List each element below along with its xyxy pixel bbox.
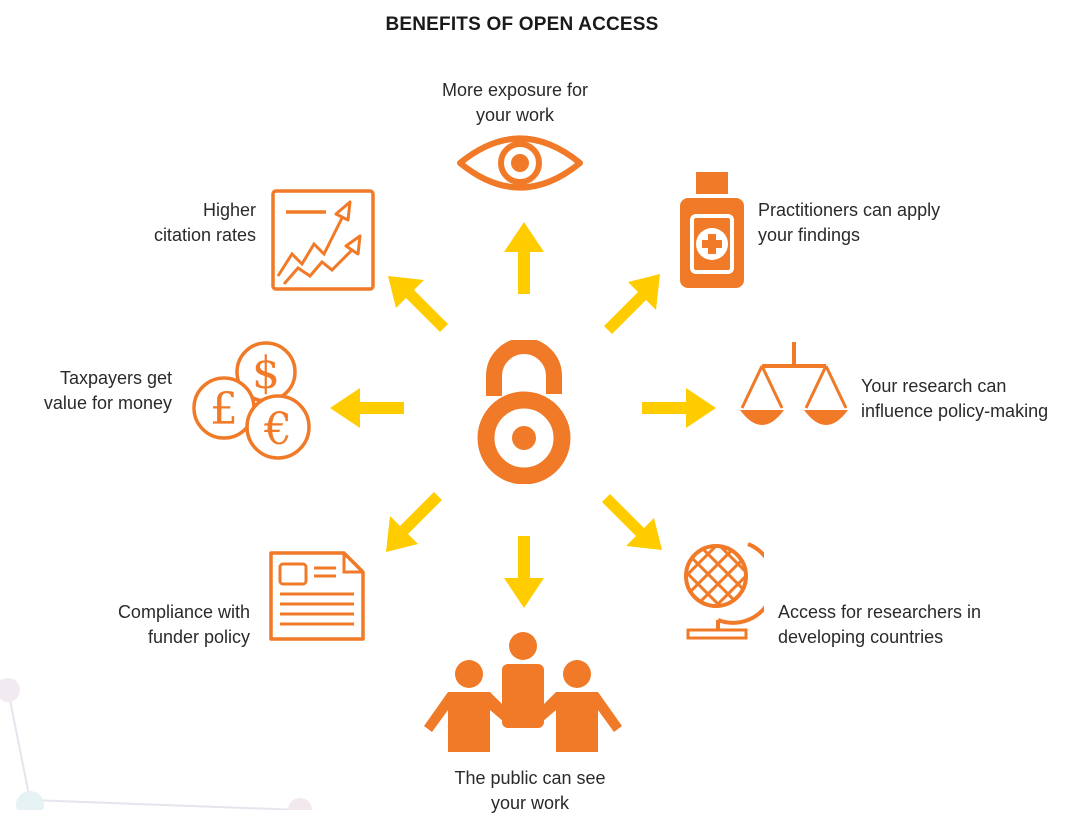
pound-symbol: £ [210, 384, 238, 435]
benefit-policy-line1: Your research can [861, 376, 1007, 396]
currency-coins-icon: $ £ € [192, 341, 311, 460]
benefit-citation-line2: citation rates [153, 225, 256, 245]
benefit-exposure-line1: More exposure for [441, 80, 589, 100]
benefit-compliance-line1: Compliance with [117, 602, 250, 622]
arrow-up-right [604, 274, 660, 334]
benefit-compliance-line2: funder policy [147, 627, 250, 647]
globe-icon [684, 542, 764, 640]
arrow-down-left [386, 492, 442, 552]
arrow-up [504, 222, 544, 294]
benefit-policy-line2: influence policy-making [861, 401, 1049, 421]
benefit-developing-line1: Access for researchers in [778, 602, 982, 622]
arrow-down-right [602, 494, 662, 550]
benefit-exposure-line2: your work [475, 105, 555, 125]
rising-chart-icon [271, 189, 375, 291]
benefit-taxpayers-label: Taxpayers get value for money [10, 366, 172, 416]
benefit-public-line1: The public can see [454, 768, 606, 788]
benefit-citation-line1: Higher [202, 200, 256, 220]
background-network-decoration [0, 678, 312, 810]
benefit-compliance-label: Compliance with funder policy [40, 600, 250, 650]
arrow-down [504, 536, 544, 608]
benefit-developing-line2: developing countries [778, 627, 944, 647]
benefit-citation-label: Higher citation rates [60, 198, 256, 248]
open-access-lock-icon [477, 340, 571, 484]
benefit-taxpayers-line1: Taxpayers get [59, 368, 172, 388]
medicine-bottle-icon [680, 172, 744, 288]
euro-symbol: € [263, 404, 292, 455]
benefit-practitioners-line2: your findings [758, 225, 861, 245]
arrow-up-left [388, 276, 448, 332]
benefit-exposure-label: More exposure for your work [405, 78, 625, 128]
arrow-left [330, 388, 404, 428]
scales-icon [740, 342, 848, 425]
benefit-policy-label: Your research can influence policy-makin… [861, 374, 1081, 424]
benefit-taxpayers-line2: value for money [43, 393, 172, 413]
people-icon [424, 632, 622, 752]
benefit-practitioners-label: Practitioners can apply your findings [758, 198, 1018, 248]
eye-icon [457, 135, 583, 191]
benefit-public-line2: your work [490, 793, 570, 813]
dollar-symbol: $ [252, 348, 280, 399]
benefit-developing-label: Access for researchers in developing cou… [778, 600, 1038, 650]
document-icon [269, 551, 365, 641]
benefit-practitioners-line1: Practitioners can apply [758, 200, 941, 220]
arrow-right [642, 388, 716, 428]
page-title: BENEFITS OF OPEN ACCESS [385, 14, 659, 35]
benefit-public-label: The public can see your work [414, 766, 646, 816]
